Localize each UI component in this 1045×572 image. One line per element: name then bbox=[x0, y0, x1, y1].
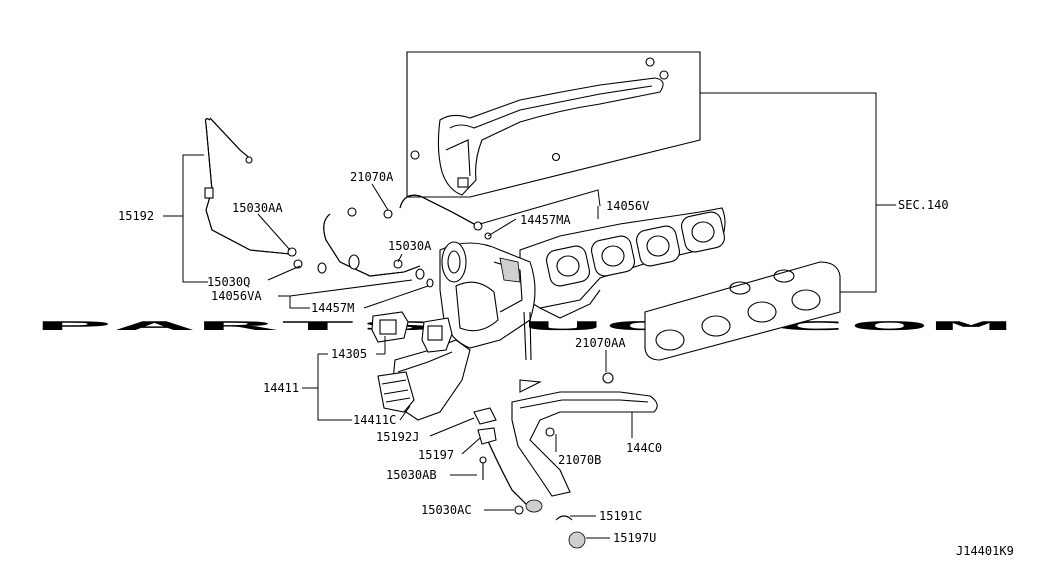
label-144C0[interactable]: 144C0 bbox=[626, 441, 662, 455]
label-21070B[interactable]: 21070B bbox=[558, 453, 601, 467]
label-15030AA[interactable]: 15030AA bbox=[232, 201, 283, 215]
label-14305[interactable]: 14305 bbox=[331, 347, 367, 361]
turbo-outlet-duct bbox=[377, 339, 471, 421]
manifold-gasket bbox=[644, 261, 841, 361]
oil-return-pipe bbox=[511, 372, 658, 497]
turbocharger bbox=[439, 241, 536, 361]
label-15030AB[interactable]: 15030AB bbox=[386, 468, 437, 482]
diagram-code: J14401K9 bbox=[956, 544, 1014, 558]
label-14411[interactable]: 14411 bbox=[263, 381, 299, 395]
leader-lines bbox=[163, 154, 633, 539]
label-14457M[interactable]: 14457M bbox=[311, 301, 354, 315]
label-14411C[interactable]: 14411C bbox=[353, 413, 396, 427]
label-14457MA[interactable]: 14457MA bbox=[520, 213, 571, 227]
label-21070AA[interactable]: 21070AA bbox=[575, 336, 626, 350]
oil-feed-pipe bbox=[204, 117, 327, 274]
label-15197[interactable]: 15197 bbox=[418, 448, 454, 462]
part-labels: 15192 15030AA 21070A 15030A 15030Q 14056… bbox=[118, 170, 1014, 558]
label-15030Q[interactable]: 15030Q bbox=[207, 275, 250, 289]
label-15197U[interactable]: 15197U bbox=[613, 531, 656, 545]
heat-insulator-14305 bbox=[371, 311, 453, 353]
exhaust-manifold bbox=[519, 207, 726, 319]
label-15030AC[interactable]: 15030AC bbox=[421, 503, 472, 517]
water-pipe bbox=[323, 207, 434, 288]
heat-shield-cover bbox=[406, 51, 701, 198]
label-14056V[interactable]: 14056V bbox=[606, 199, 649, 213]
label-21070A[interactable]: 21070A bbox=[350, 170, 394, 184]
upper-water-pipe bbox=[383, 194, 492, 240]
sec140-leaders bbox=[700, 92, 896, 293]
label-15191C[interactable]: 15191C bbox=[599, 509, 642, 523]
label-15192[interactable]: 15192 bbox=[118, 209, 154, 223]
label-15192J[interactable]: 15192J bbox=[376, 430, 419, 444]
label-15030A[interactable]: 15030A bbox=[388, 239, 432, 253]
oil-drain-hose bbox=[473, 407, 586, 549]
label-14056VA[interactable]: 14056VA bbox=[211, 289, 262, 303]
label-sec140[interactable]: SEC.140 bbox=[898, 198, 949, 212]
